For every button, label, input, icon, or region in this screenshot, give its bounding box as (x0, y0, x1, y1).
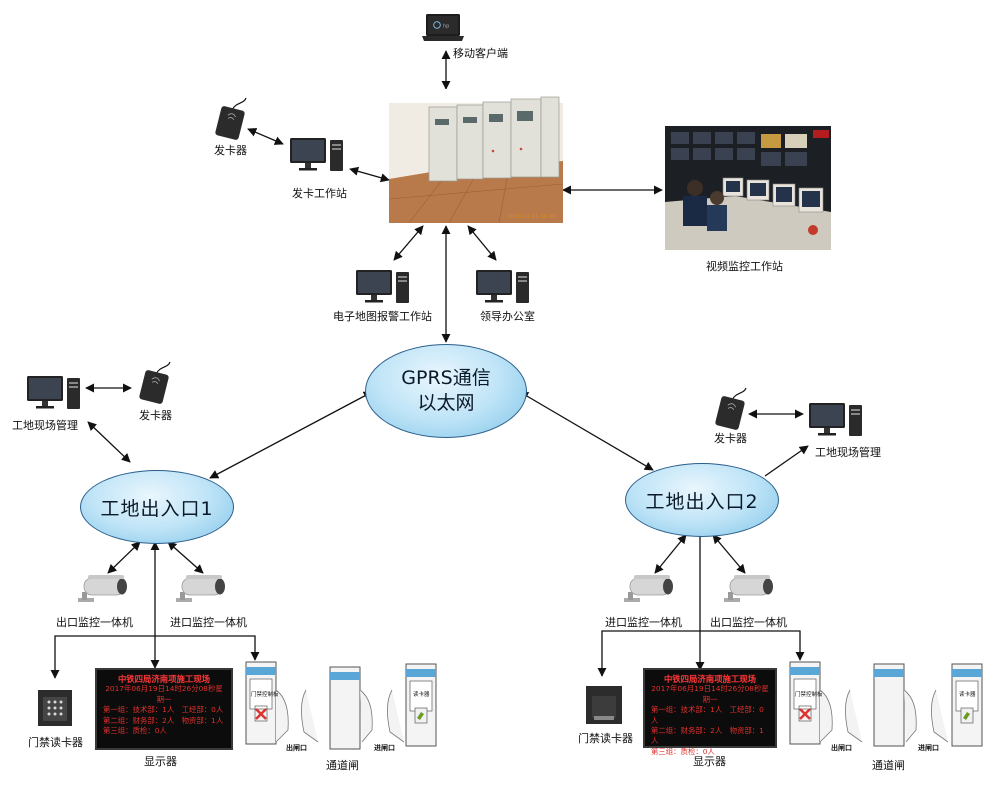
exit-camera-right-icon (723, 574, 774, 603)
entry-gate-label: 进闸口 (374, 744, 395, 752)
leader-office-computer-icon (476, 270, 529, 303)
display-line1: 第一组：技术部：1人 工经部：0人 (651, 705, 764, 725)
laptop-icon: hp (422, 14, 464, 41)
turnstile-gate-right-icon (789, 661, 983, 747)
gate-panel-label: 读卡器 (959, 692, 976, 698)
entrance2-label: 工地出入口2 (645, 490, 759, 513)
display-line2: 第二组：财务部：2人 物资部：1人 (651, 726, 764, 746)
gate-panel-label: 门禁控制板 (251, 692, 279, 698)
exit-camera-left-icon (77, 574, 128, 603)
gprs-label-line2: 以太网 (417, 392, 475, 414)
gprs-label-line1: GPRS通信 (401, 367, 491, 389)
door-reader-left-icon (38, 690, 72, 726)
exit-gate-label: 出闸口 (286, 744, 307, 752)
turnstile-gate-left-icon (245, 661, 437, 750)
entry-gate-label: 进闸口 (918, 744, 939, 752)
entry-camera-right-icon (623, 574, 674, 603)
map-alarm-computer-icon (356, 270, 409, 303)
entry-camera-left-icon (175, 574, 226, 603)
card-workstation-label: 发卡工作站 (292, 187, 347, 200)
gate-right-label: 通道闸 (872, 759, 905, 772)
display-line3: 第三组：质检：0人 (651, 746, 715, 756)
display-time: 2017年06月19日14时26分08秒星期一 (651, 684, 769, 704)
display-left-label: 显示器 (144, 755, 177, 768)
display-right-label: 显示器 (693, 755, 726, 768)
server-room-photo: 2018.03.13 15:46 (389, 89, 563, 223)
exit-gate-label: 出闸口 (831, 744, 852, 752)
display-line2: 第二组：财务部：2人 物资部：1人 (103, 715, 224, 725)
entry-cam-right-label: 进口监控一体机 (605, 616, 682, 629)
entrance1-label: 工地出入口1 (100, 497, 214, 520)
display-screen-left: 中铁四局济南项施工现场 2017年06月19日14时26分08秒星期一 第一组：… (95, 668, 233, 750)
display-line1: 第一组：技术部：1人 工经部：0人 (103, 705, 224, 715)
gate-panel-label: 门禁控制板 (795, 692, 823, 698)
video-station-label: 视频监控工作站 (706, 260, 783, 273)
gate-left-label: 通道闸 (326, 759, 359, 772)
entry-cam-left-label: 进口监控一体机 (170, 616, 247, 629)
exit-cam-right-label: 出口监控一体机 (710, 616, 787, 629)
door-reader-right-icon (586, 686, 622, 724)
door-reader-right-label: 门禁读卡器 (578, 732, 633, 745)
display-time: 2017年06月19日14时26分08秒星期一 (105, 684, 223, 704)
card-issuer-top-icon (214, 97, 247, 142)
laptop-logo: hp (443, 24, 449, 30)
leader-office-label: 领导办公室 (480, 310, 535, 323)
gate-panel-label: 读卡器 (413, 692, 430, 698)
card-issuer-top-label: 发卡器 (214, 144, 247, 157)
card-workstation-computer-icon (290, 138, 343, 171)
mobile-client-label: 移动客户端 (453, 47, 508, 60)
display-line3: 第三组：质检：0人 (103, 726, 167, 736)
display-title: 中铁四局济南项施工现场 (117, 674, 211, 684)
display-screen-right: 中铁四局济南项施工现场 2017年06月19日14时26分08秒星期一 第一组：… (643, 668, 777, 756)
exit-cam-left-label: 出口监控一体机 (56, 616, 133, 629)
door-reader-left-label: 门禁读卡器 (28, 736, 83, 749)
video-monitoring-photo (665, 126, 831, 250)
card-issuer-left-icon (138, 361, 171, 406)
card-issuer-left-label: 发卡器 (139, 409, 172, 422)
map-alarm-station-label: 电子地图报警工作站 (333, 310, 432, 323)
card-issuer-right-label: 发卡器 (714, 432, 747, 445)
site-mgmt-left-computer-icon (27, 376, 80, 409)
display-title: 中铁四局济南项施工现场 (663, 674, 757, 684)
photo-date-stamp: 2018.03.13 15:46 (507, 214, 557, 220)
card-issuer-right-icon (714, 387, 747, 432)
gprs-ethernet-hub: GPRS通信 以太网 (365, 344, 527, 438)
site-entrance-1: 工地出入口1 (80, 470, 234, 544)
site-mgmt-right-label: 工地现场管理 (815, 446, 881, 459)
site-entrance-2: 工地出入口2 (625, 463, 779, 537)
site-mgmt-left-label: 工地现场管理 (12, 419, 78, 432)
site-mgmt-right-computer-icon (809, 403, 862, 436)
